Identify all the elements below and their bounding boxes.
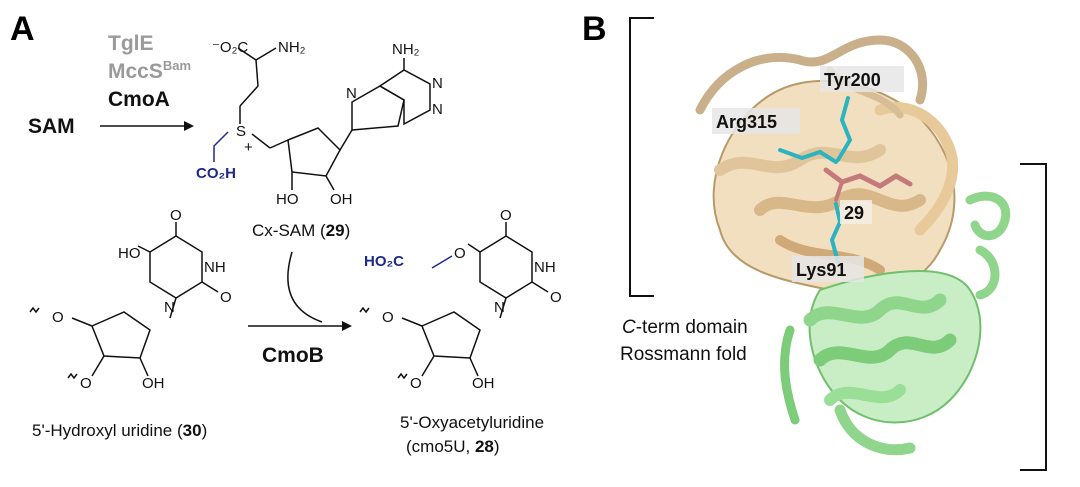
domain-label-line2: Rossmann fold	[620, 344, 747, 365]
cx-sam-structure	[213, 47, 431, 191]
reagent-mccs: MccSBam	[108, 58, 191, 83]
hydroxyl-uridine-structure	[29, 222, 219, 380]
reaction-arrow-1	[100, 121, 194, 131]
atom-oh-2: OH	[472, 375, 495, 392]
svg-text:Arg315: Arg315	[716, 112, 777, 132]
atom-o-ether: O	[454, 245, 466, 262]
atom-sulfonium: S	[236, 123, 246, 140]
reagent-cmob: CmoB	[262, 344, 324, 367]
label-ligand-29: 29	[840, 200, 872, 224]
atom-o-right: O	[220, 289, 232, 306]
caption-cx-sam: Cx-SAM (29)	[252, 221, 350, 240]
atom-o-top: O	[170, 207, 182, 224]
atom-o-left: O	[52, 309, 64, 326]
atom-adenine-nh2: NH₂	[392, 41, 420, 58]
bracket-right	[1020, 163, 1047, 471]
green-domain-ribbon	[780, 191, 1011, 456]
tan-domain-ribbon	[695, 35, 959, 295]
label-arg315: Arg315	[712, 108, 800, 134]
reaction-arrow-2	[248, 251, 352, 331]
atom-oh: OH	[330, 191, 353, 208]
label-lys91: Lys91	[792, 256, 864, 282]
svg-text:Lys91: Lys91	[796, 260, 846, 280]
bracket-left	[629, 17, 654, 297]
panel-b-letter: B	[582, 10, 607, 48]
reagent-sam: SAM	[28, 115, 75, 138]
caption-oxyacetyluridine-1: 5'-Oxyacetyluridine	[400, 413, 544, 432]
atom-amine: NH₂	[278, 39, 306, 56]
panel-a-scheme: A TglE MccSBam CmoA SAM ⁻O₂C NH₂ S + CO₂…	[10, 10, 562, 456]
ligand-29	[823, 167, 913, 189]
caption-oxyacetyluridine-2: (cmo5U, 28)	[406, 437, 500, 456]
svg-text:Tyr200: Tyr200	[824, 70, 881, 90]
atom-nh-2: NH	[534, 259, 556, 276]
atom-o-left-2: O	[382, 309, 394, 326]
atom-n1: N	[346, 85, 357, 102]
active-site-residues	[778, 96, 913, 264]
oxyacetyluridine-structure	[359, 222, 549, 380]
atom-o-bottom: O	[80, 375, 92, 392]
atom-ho: HO	[276, 191, 299, 208]
reagent-cmoa: CmoA	[108, 88, 170, 111]
atom-o-top-2: O	[500, 207, 512, 224]
label-tyr200: Tyr200	[820, 66, 904, 92]
svg-text:29: 29	[844, 203, 864, 223]
atom-o-bottom-2: O	[410, 375, 422, 392]
atom-carboxylate: ⁻O₂C	[212, 39, 248, 56]
atom-co2h: CO₂H	[196, 165, 236, 182]
atom-n-2: N	[494, 299, 505, 316]
atom-plus: +	[244, 139, 253, 156]
reagent-tgle: TglE	[108, 32, 154, 55]
atom-n3: N	[432, 101, 443, 118]
atom-ho-uridine: HO	[118, 245, 141, 262]
caption-hydroxyl-uridine: 5'-Hydroxyl uridine (30)	[32, 421, 207, 440]
atom-ho2c: HO₂C	[364, 253, 404, 270]
atom-n: N	[164, 299, 175, 316]
panel-a-letter: A	[10, 10, 35, 48]
atom-o-right-2: O	[550, 289, 562, 306]
panel-b-protein: B Tyr200 Arg315	[582, 10, 1047, 471]
domain-label-line1: C-term domain	[622, 317, 748, 338]
atom-oh-uridine: OH	[142, 375, 165, 392]
atom-n2: N	[432, 75, 443, 92]
atom-nh: NH	[204, 259, 226, 276]
